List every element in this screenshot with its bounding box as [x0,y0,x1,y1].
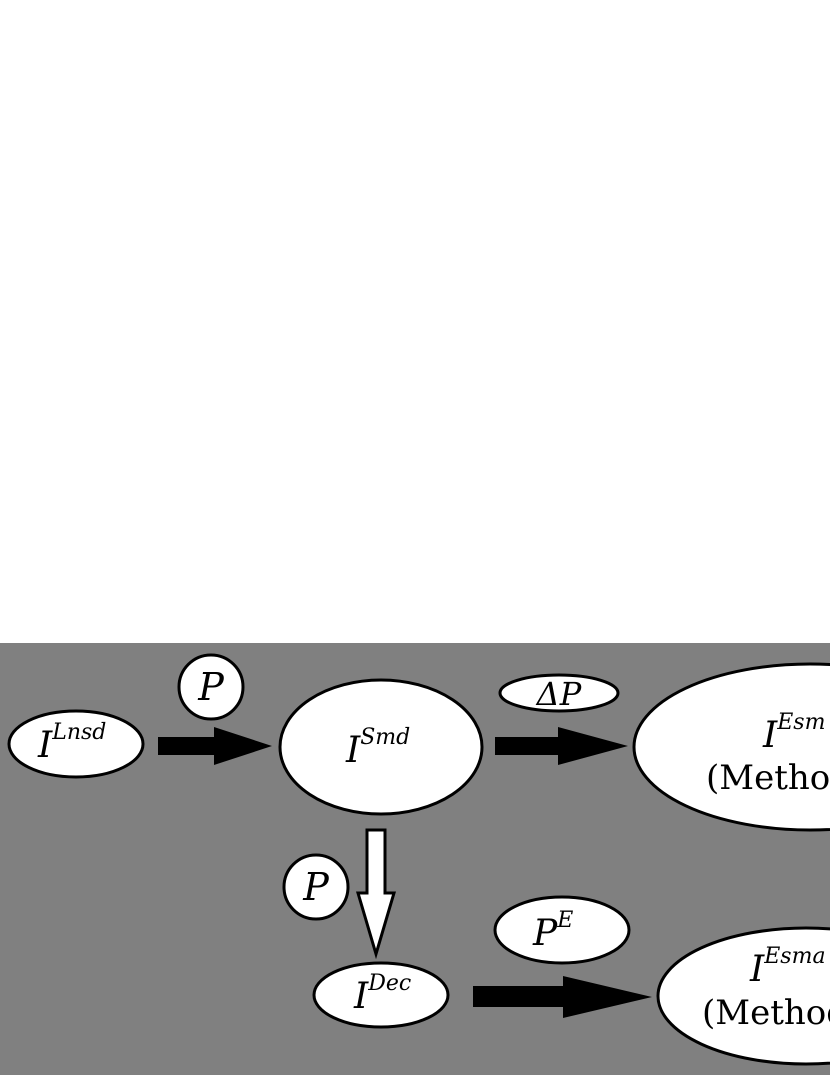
node-i-dec: IDec [312,961,450,1029]
svg-text:P: P [197,665,225,709]
svg-text:IEsma: IEsma [749,944,826,990]
arrow-smd-to-dec [355,828,397,960]
svg-text:IDec: IDec [353,971,411,1017]
svg-text:IEsm: IEsm [762,710,825,756]
node-i-smd: ISmd [278,678,484,816]
label-p-e: PE [493,895,631,965]
svg-text:(Method: (Method [706,758,830,798]
svg-text:ΔP: ΔP [535,675,582,713]
label-delta-p: ΔP [498,673,620,713]
svg-text:(Method: (Method [702,993,830,1033]
blank-area [0,0,830,643]
arrow-dec-to-esma [473,976,652,1018]
node-i-lnsd: ILnsd [7,709,145,779]
svg-text:ILnsd: ILnsd [37,720,106,766]
flow-diagram: ILnsd P ISmd ΔP IEsm (Method P [0,643,830,1075]
arrow-lnsd-to-smd [158,727,272,765]
node-i-esm-top: IEsm (Method [632,662,830,832]
arrow-smd-to-esm [495,727,628,765]
svg-text:ISmd: ISmd [345,725,410,771]
label-p-top: P [177,653,245,721]
svg-text:P: P [302,865,330,909]
node-i-esma-bottom: IEsma (Method [656,926,830,1066]
svg-text:PE: PE [532,908,573,954]
label-p-left: P [282,853,350,921]
